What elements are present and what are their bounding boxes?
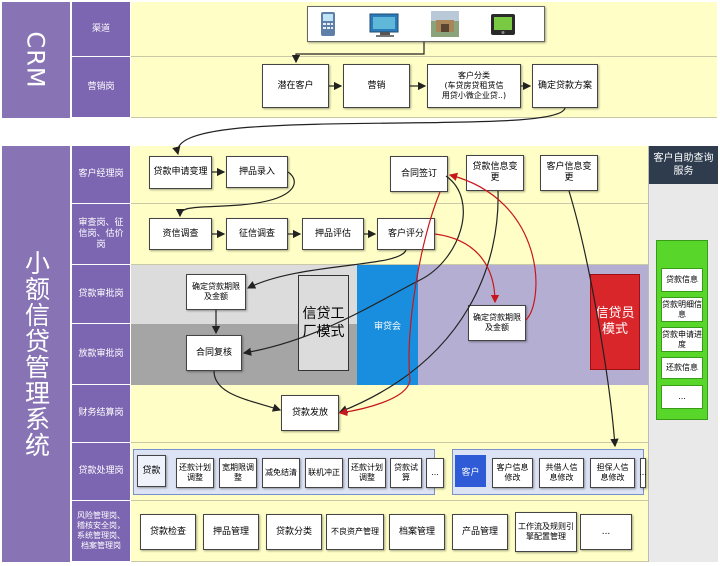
mobile-device-icon	[488, 11, 518, 38]
system-title: 小额信贷管理系统	[2, 146, 70, 562]
risk-item-collateral-management[interactable]: 押品管理	[203, 514, 259, 550]
loan-item-waiver-settlement[interactable]: 减免结清	[262, 458, 300, 488]
flow-confirm-plan: 确定贷款方案	[532, 64, 598, 108]
self-service-title: 客户自助查询服务	[649, 146, 718, 184]
customer-item-coborrower-modify[interactable]: 共借人信息修改	[539, 458, 584, 488]
loan-item-more[interactable]: ...	[426, 458, 444, 488]
lane-finance	[131, 385, 648, 443]
box-credit-reference-check: 征信调查	[226, 218, 288, 250]
box-confirm-term-amount-factory: 确定贷款期限及金额	[186, 274, 246, 310]
arrow-collateral-to-investigation	[175, 171, 295, 218]
branch-photo-icon	[430, 10, 460, 38]
self-service-more[interactable]: ...	[661, 385, 703, 409]
risk-item-npa-management[interactable]: 不良资产管理	[326, 514, 384, 550]
lane-label-channel: 渠道	[72, 2, 130, 57]
arrow-customerinfo-to-processing	[568, 190, 619, 448]
officer-mode-label: 信贷员模式	[590, 274, 640, 370]
loan-item-repayment-plan[interactable]: 还款计划调整	[176, 458, 214, 488]
arrow-plan-to-application	[172, 107, 566, 156]
box-customer-info-change: 客户信息变更	[540, 155, 598, 191]
flow-marketing: 营销	[343, 64, 410, 108]
channel-box	[307, 6, 545, 42]
arrow-contract-to-review	[242, 175, 464, 356]
risk-item-archive-management[interactable]: 档案管理	[389, 514, 445, 550]
flow-customer-classification: 客户分类 (车贷房贷租赁信 用贷小微企业贷..)	[427, 64, 521, 108]
box-loan-application: 贷款申请变理	[149, 156, 212, 189]
factory-mode-label: 信贷工厂模式	[298, 275, 349, 371]
lane-label-risk: 风险管理岗、稽核安全岗，系统管理岗、档案管理岗	[72, 501, 130, 562]
lane-label-approve: 贷款审批岗	[72, 265, 130, 324]
risk-item-workflow-rules[interactable]: 工作流及规则引擎配置管理	[515, 512, 577, 552]
customer-item-more[interactable]: ...	[639, 458, 647, 488]
customer-item-info-modify[interactable]: 客户信息修改	[492, 458, 533, 488]
lane-label-manager: 客户经理岗	[72, 146, 130, 204]
system-title-text: 小额信贷管理系统	[21, 250, 51, 458]
arrow-loaninfo-to-disbursement	[338, 190, 499, 414]
pos-terminal-icon	[317, 11, 339, 38]
arrow-review-to-disbursement	[213, 370, 282, 412]
self-service-loan-detail[interactable]: 贷款明细信息	[661, 297, 703, 322]
customer-label: 客户	[455, 455, 486, 487]
crm-title: CRM	[2, 2, 70, 118]
flow-potential-customer: 潜在客户	[262, 64, 329, 108]
arrow-scoring-to-officer-approval	[434, 233, 500, 304]
loan-item-repayment-plan-2[interactable]: 还款计划调整	[348, 458, 386, 488]
risk-item-loan-inspection[interactable]: 贷款检查	[140, 514, 196, 550]
box-loan-disbursement: 贷款发放	[281, 395, 339, 431]
arrow-contract-to-disbursement	[338, 191, 441, 417]
self-service-application-progress[interactable]: 贷款申请进度	[661, 327, 703, 352]
arrow-channel-to-potential	[291, 42, 425, 64]
computer-screen-icon	[368, 12, 402, 38]
risk-item-more[interactable]: ...	[580, 514, 632, 550]
box-customer-scoring: 客户评分	[377, 218, 435, 250]
box-collateral-valuation: 押品评估	[302, 218, 364, 250]
risk-item-product-management[interactable]: 产品管理	[452, 514, 508, 550]
lane-label-review: 审查岗、征信岗、估价岗	[72, 204, 130, 265]
lane-label-processing: 贷款处理岗	[72, 443, 130, 501]
lane-label-marketing: 营销岗	[72, 57, 130, 118]
lane-label-release: 放款审批岗	[72, 324, 130, 385]
loan-label: 贷款	[137, 455, 166, 487]
self-service-loan-info[interactable]: 贷款信息	[661, 268, 703, 292]
box-credit-investigation: 资信调查	[149, 218, 212, 250]
box-collateral-entry: 押品录入	[226, 156, 288, 188]
loan-item-grace-period[interactable]: 宽期限调整	[219, 458, 257, 488]
customer-item-guarantor-modify[interactable]: 担保人信息修改	[590, 458, 635, 488]
box-contract-signing: 合同签订	[390, 156, 448, 192]
box-confirm-term-amount-officer: 确定贷款期限及金额	[468, 305, 526, 341]
arrow-scoring-to-factory-approval	[246, 249, 407, 289]
loan-item-online-reversal[interactable]: 联机冲正	[305, 458, 343, 488]
self-service-repayment-info[interactable]: 还款信息	[661, 357, 703, 379]
arrow-officer-approval-to-contract	[448, 172, 537, 321]
box-contract-review: 合同复核	[186, 335, 242, 371]
loan-item-trial-calculation[interactable]: 贷款试算	[390, 458, 422, 488]
lane-label-finance: 财务结算岗	[72, 385, 130, 443]
risk-item-loan-classification[interactable]: 贷款分类	[266, 514, 322, 550]
box-loan-info-change: 贷款信息变更	[466, 155, 524, 191]
committee-column: 审贷会	[357, 265, 418, 385]
